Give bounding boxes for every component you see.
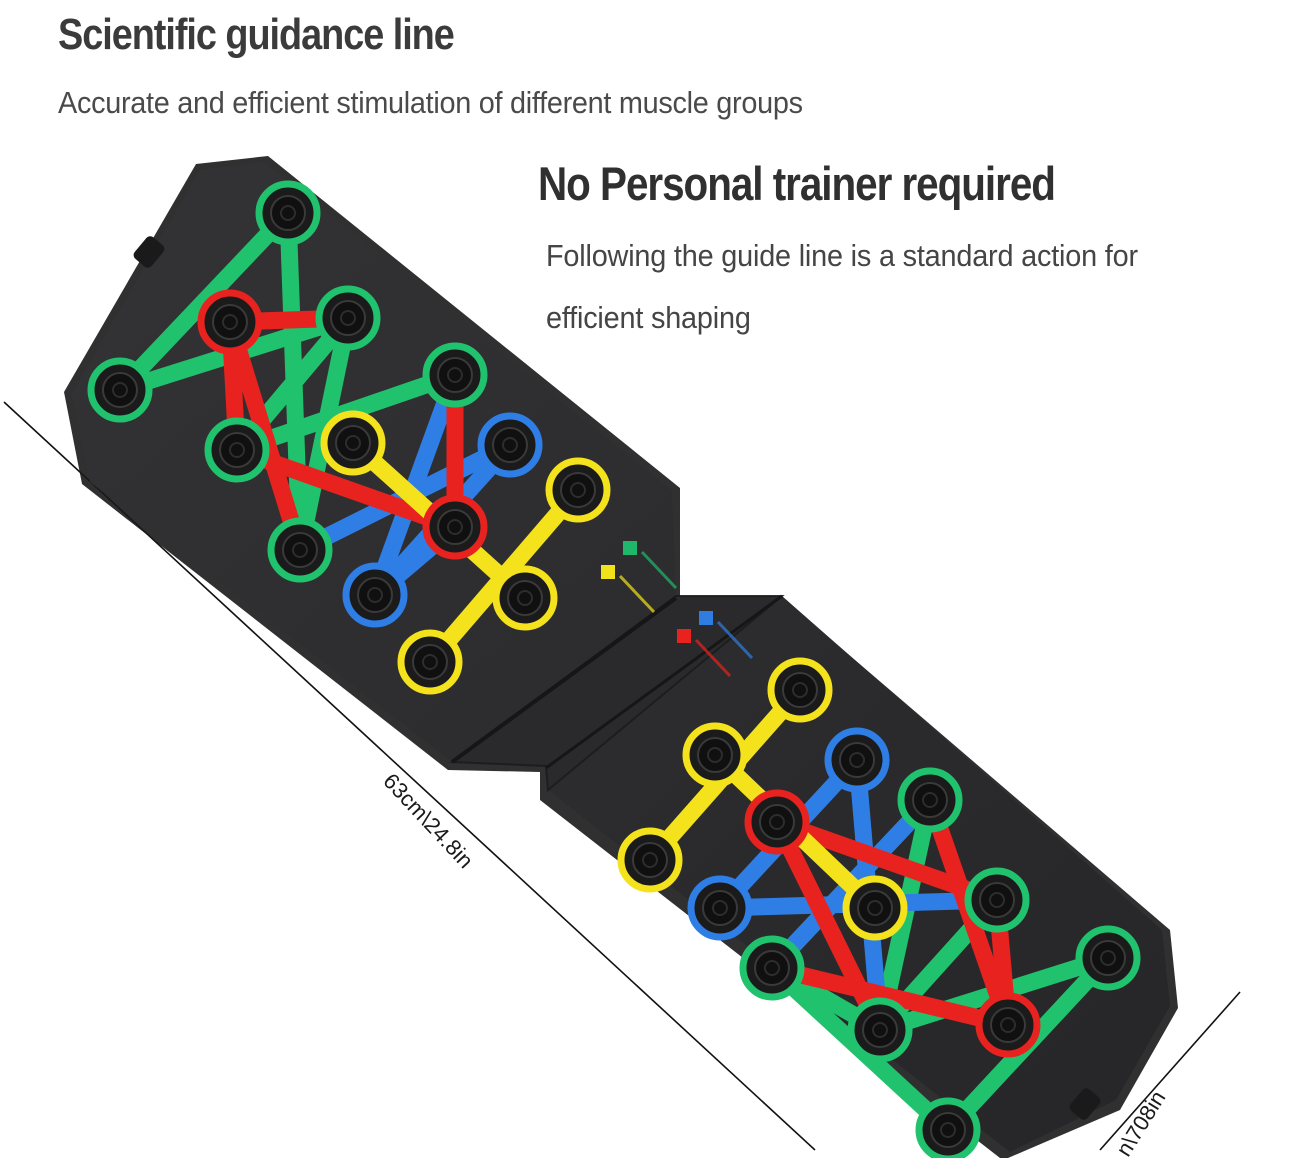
back-guide-line xyxy=(228,441,464,536)
push-up-peg-icon xyxy=(422,342,488,408)
length-dimension-label: 63cm\24.8in xyxy=(378,768,478,873)
push-up-peg-icon xyxy=(739,935,805,1001)
hanging-hole-icon xyxy=(133,236,165,268)
legend-text-mark xyxy=(716,620,754,660)
legend-swatch xyxy=(601,565,615,579)
feature-description: Following the guide line is a standard a… xyxy=(546,225,1290,349)
push-up-peg-icon xyxy=(87,357,153,423)
width-dimension-line xyxy=(1099,991,1241,1151)
push-up-peg-icon xyxy=(617,827,683,893)
push-up-peg-icon xyxy=(422,494,488,560)
push-up-peg-icon xyxy=(824,727,890,793)
hinge-line-2 xyxy=(545,594,783,770)
feature-description-line-2: efficient shaping xyxy=(546,300,751,335)
push-up-peg-icon xyxy=(342,562,408,628)
push-up-peg-icon xyxy=(687,875,753,941)
legend-text-mark xyxy=(694,638,732,678)
push-up-peg-icon xyxy=(744,789,810,855)
push-up-peg-icon xyxy=(197,289,263,355)
push-up-peg-icon xyxy=(975,992,1041,1058)
page-title: Scientific guidance line xyxy=(58,10,455,59)
push-up-peg-icon xyxy=(1075,925,1141,991)
legend-swatch xyxy=(699,611,713,625)
legend-text-mark xyxy=(640,550,678,590)
push-up-peg-icon xyxy=(255,180,321,246)
hinge-line xyxy=(450,596,678,764)
legend-swatch xyxy=(677,629,691,643)
feature-title: No Personal trainer required xyxy=(538,157,1056,210)
triceps-guide-line xyxy=(366,366,464,604)
push-up-peg-icon xyxy=(267,517,333,583)
push-up-peg-icon xyxy=(545,457,611,523)
push-up-peg-icon xyxy=(767,657,833,723)
push-up-peg-icon xyxy=(682,722,748,788)
push-up-peg-icon xyxy=(204,417,270,483)
chest-guide-line xyxy=(111,204,297,399)
push-up-peg-icon xyxy=(315,285,381,351)
back-guide-line xyxy=(763,959,1017,1034)
push-up-peg-icon xyxy=(897,767,963,833)
color-legend xyxy=(601,541,754,678)
push-up-peg-icon xyxy=(477,412,543,478)
legend-text-mark xyxy=(618,574,656,614)
push-up-peg-icon xyxy=(915,1097,981,1158)
push-up-peg-icon xyxy=(842,875,908,941)
push-up-peg-icon xyxy=(847,997,913,1063)
legend-swatch xyxy=(623,541,637,555)
hanging-hole-icon xyxy=(1069,1088,1101,1120)
page-subtitle: Accurate and efficient stimulation of di… xyxy=(58,85,803,120)
feature-description-line-1: Following the guide line is a standard a… xyxy=(546,238,1138,273)
push-up-peg-icon xyxy=(320,410,386,476)
push-up-peg-icon xyxy=(397,629,463,695)
push-up-peg-icon xyxy=(492,565,558,631)
push-up-peg-icon xyxy=(964,867,1030,933)
push-up-pegs xyxy=(87,180,1141,1158)
